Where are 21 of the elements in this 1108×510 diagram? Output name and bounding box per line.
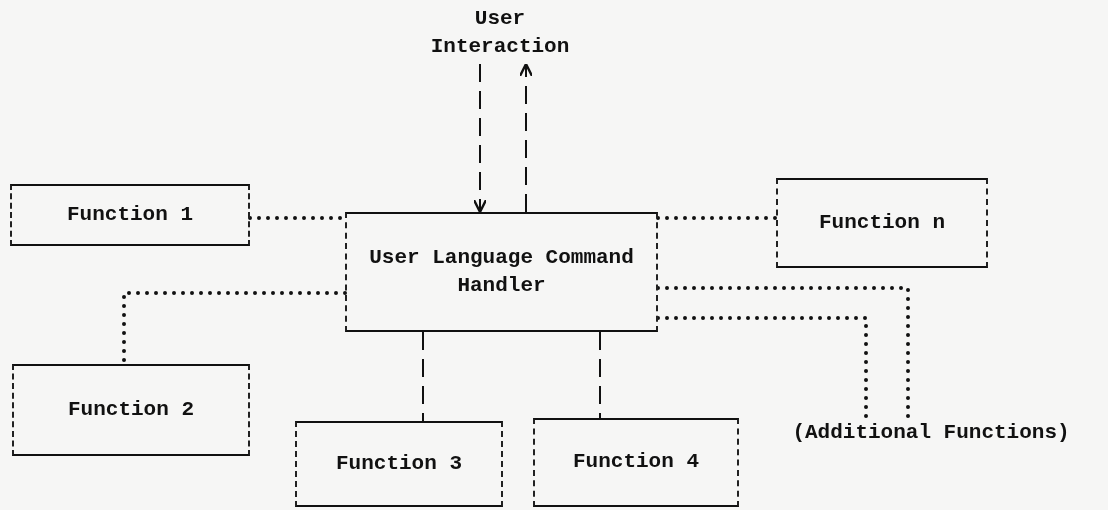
box-label: User Language Command Handler bbox=[368, 244, 635, 299]
connector-line bbox=[656, 216, 778, 220]
connector-line bbox=[656, 286, 910, 420]
connector-line bbox=[599, 331, 601, 419]
connector-line bbox=[656, 316, 868, 420]
function-box bbox=[533, 418, 739, 507]
connector-line bbox=[422, 331, 424, 422]
box-label: Function 1 bbox=[67, 201, 193, 228]
function-box bbox=[295, 421, 503, 507]
function-box bbox=[10, 184, 250, 246]
box-label: Function n bbox=[819, 209, 945, 236]
handler-box bbox=[345, 212, 658, 332]
box-label: Function 2 bbox=[68, 396, 194, 423]
text-label: (Additional Functions) bbox=[792, 419, 1070, 446]
function-box bbox=[12, 364, 250, 456]
arrow bbox=[518, 62, 534, 213]
box-label: Function 4 bbox=[573, 449, 699, 476]
text-label: User Interaction bbox=[429, 5, 571, 60]
box-label: Function 3 bbox=[336, 450, 462, 477]
function-box bbox=[776, 178, 988, 268]
arrow bbox=[472, 63, 488, 214]
